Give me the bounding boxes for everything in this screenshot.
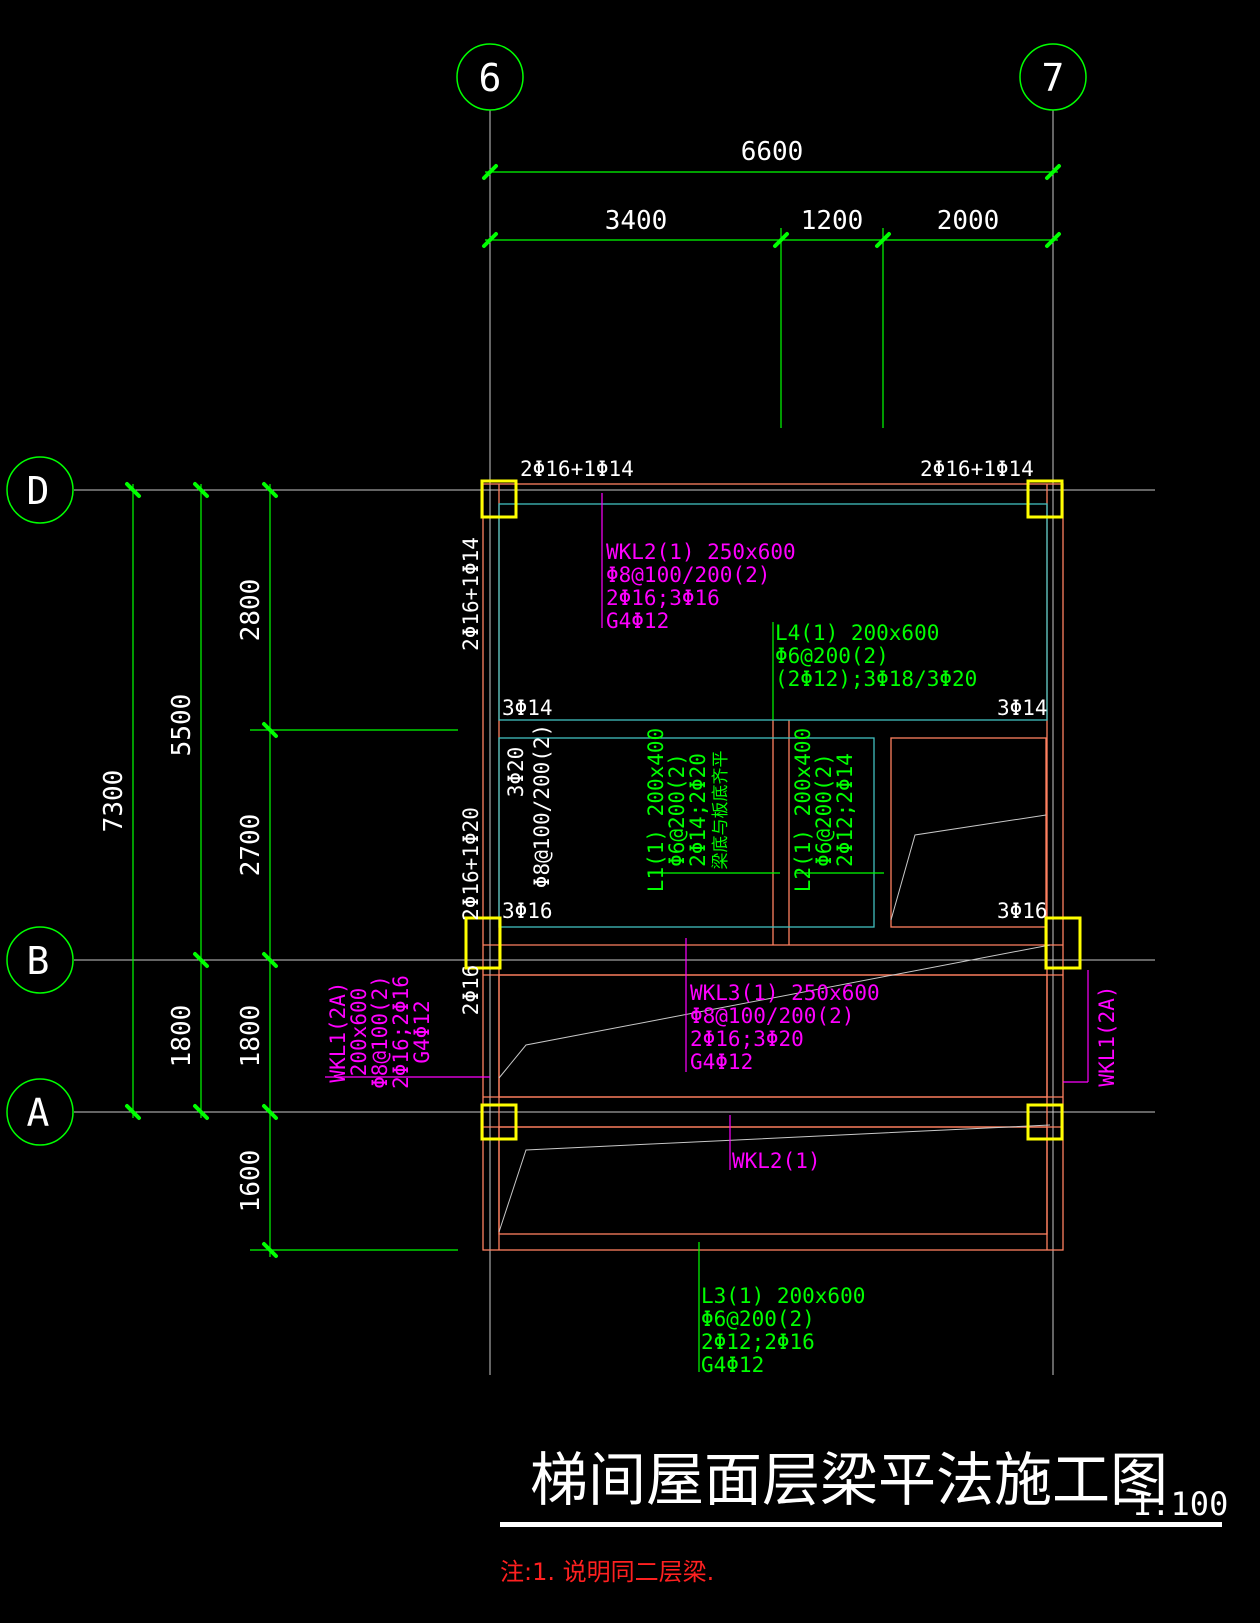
grid-lines	[74, 110, 1155, 1375]
column-d6	[480, 479, 518, 519]
beam-outlines	[482, 483, 1064, 1251]
rebar-left-a: 2Φ16	[459, 965, 483, 1016]
dim-1800-mid: 1800	[167, 1005, 197, 1068]
wkl1-left-line2: 200x600	[347, 988, 371, 1077]
dim-2700: 2700	[236, 814, 266, 877]
leader-lines-magenta	[325, 493, 1089, 1170]
rebar-top-right: 2Φ16+1Φ14	[920, 457, 1034, 481]
left-dimension-lines	[132, 484, 458, 1257]
left-col-vert-1: 3Φ20	[504, 747, 528, 798]
outer-beam-boundary	[482, 483, 1064, 1251]
column-d7	[1026, 479, 1064, 519]
left-col-vert-2: Φ8@100/200(2)	[530, 724, 554, 888]
l3-line4: G4Φ12	[701, 1353, 764, 1377]
l1-vert-3: 2Φ14;2Φ20	[686, 753, 710, 867]
inner-right-upper-panel	[890, 737, 1047, 928]
axis-bubble-7	[1019, 43, 1087, 111]
l2-vert-1: L2(1) 200x400	[791, 728, 815, 892]
wkl1-left-line3: Φ8@100(2)	[368, 975, 392, 1089]
wkl1-right: WKL1(2A)	[1095, 985, 1119, 1086]
dim-5500: 5500	[167, 694, 197, 757]
column-b6	[464, 916, 502, 970]
l2-vert-3: 2Φ12;2Φ14	[833, 753, 857, 867]
axis-labels: 6 7 D B A	[27, 56, 1065, 1135]
wkl1-left-line1: WKL1(2A)	[326, 981, 350, 1082]
dim-1800-inner: 1800	[236, 1005, 266, 1068]
l4-line1: L4(1) 200x600	[775, 621, 939, 645]
inner-bottom-panel	[498, 1126, 1048, 1235]
column-a6	[480, 1103, 518, 1141]
axis-bubbles	[6, 43, 1087, 1146]
l3-line1: L3(1) 200x600	[701, 1284, 865, 1308]
column-b7	[1044, 916, 1082, 970]
left-dimension-ticks	[125, 482, 278, 1258]
wkl3-line1: WKL3(1) 250x600	[690, 981, 880, 1005]
dim-3400: 3400	[605, 206, 668, 236]
leader-lines-green	[648, 622, 884, 1372]
magenta-labels: WKL2(1) 250x600 Φ8@100/200(2) 2Φ16;3Φ16 …	[326, 540, 1119, 1173]
wkl2-top-line1: WKL2(1) 250x600	[606, 540, 796, 564]
dim-1600: 1600	[236, 1150, 266, 1213]
dim-6600: 6600	[741, 137, 804, 167]
note-text: 注:1. 说明同二层梁.	[500, 1558, 714, 1586]
l2-vert-2: Φ6@200(2)	[812, 753, 836, 867]
l4-line2: Φ6@200(2)	[775, 644, 889, 668]
axis-label-7: 7	[1042, 56, 1065, 100]
scale-label: 1:100	[1132, 1485, 1228, 1523]
dim-7300: 7300	[99, 770, 129, 833]
rebar-mid-right-a: 3Φ14	[997, 696, 1048, 720]
axis-label-d: D	[27, 469, 50, 513]
l4-line3: (2Φ12);3Φ18/3Φ20	[775, 667, 977, 691]
wkl1-left-line4: 2Φ16;2Φ16	[389, 975, 413, 1089]
wkl2-bottom: WKL2(1)	[732, 1149, 821, 1173]
slab-mid-left	[498, 737, 875, 928]
wkl3-line2: Φ8@100/200(2)	[690, 1004, 854, 1028]
rebar-mid-right-b: 3Φ16	[997, 899, 1048, 923]
axis-bubble-d	[6, 456, 74, 524]
l3-line3: 2Φ12;2Φ16	[701, 1330, 815, 1354]
top-dimension-ticks	[482, 164, 1061, 248]
wkl2-top-line2: Φ8@100/200(2)	[606, 563, 770, 587]
l3-line2: Φ6@200(2)	[701, 1307, 815, 1331]
axis-label-a: A	[27, 1091, 50, 1135]
axis-label-6: 6	[479, 56, 502, 100]
drawing-title: 梯间屋面层梁平法施工图	[530, 1446, 1168, 1514]
l1-vert-2: Φ6@200(2)	[665, 753, 689, 867]
dim-1200: 1200	[801, 206, 864, 236]
wkl2-top-line4: G4Φ12	[606, 609, 669, 633]
top-dimension-lines	[485, 171, 1058, 428]
l1-vert-4: 梁底与板底齐平	[711, 751, 731, 870]
l1-vert-1: L1(1) 200x400	[644, 728, 668, 892]
rebar-mid-left-a: 3Φ14	[502, 696, 553, 720]
green-labels: L4(1) 200x600 Φ6@200(2) (2Φ12);3Φ18/3Φ20…	[644, 621, 977, 1377]
left-dimension-text: 7300 5500 1800 2800 2700 1800 1600	[99, 579, 266, 1213]
wkl2-top-line3: 2Φ16;3Φ16	[606, 586, 720, 610]
top-dimension-text: 6600 3400 1200 2000	[605, 137, 1000, 236]
axis-bubble-6	[456, 43, 524, 111]
wkl1-left-line5: G4Φ12	[410, 1000, 434, 1063]
rebar-mid-left-b: 3Φ16	[502, 899, 553, 923]
dim-2800: 2800	[236, 579, 266, 642]
axis-bubble-a	[6, 1078, 74, 1146]
white-rebar-labels: 2Φ16+1Φ14 2Φ16+1Φ14 2Φ16+1Φ14 2Φ16+1Φ20 …	[459, 457, 1048, 1015]
rebar-left-d: 2Φ16+1Φ14	[459, 537, 483, 651]
axis-bubble-b	[6, 926, 74, 994]
title-underline	[500, 1522, 1222, 1527]
stair-lines	[498, 814, 1051, 1233]
rebar-top-left: 2Φ16+1Φ14	[520, 457, 634, 481]
wkl3-line4: G4Φ12	[690, 1050, 753, 1074]
wkl3-line3: 2Φ16;3Φ20	[690, 1027, 804, 1051]
columns	[464, 479, 1082, 1141]
rebar-left-b: 2Φ16+1Φ20	[459, 807, 483, 921]
column-a7	[1026, 1103, 1064, 1141]
axis-label-b: B	[27, 939, 50, 983]
dim-2000: 2000	[937, 206, 1000, 236]
